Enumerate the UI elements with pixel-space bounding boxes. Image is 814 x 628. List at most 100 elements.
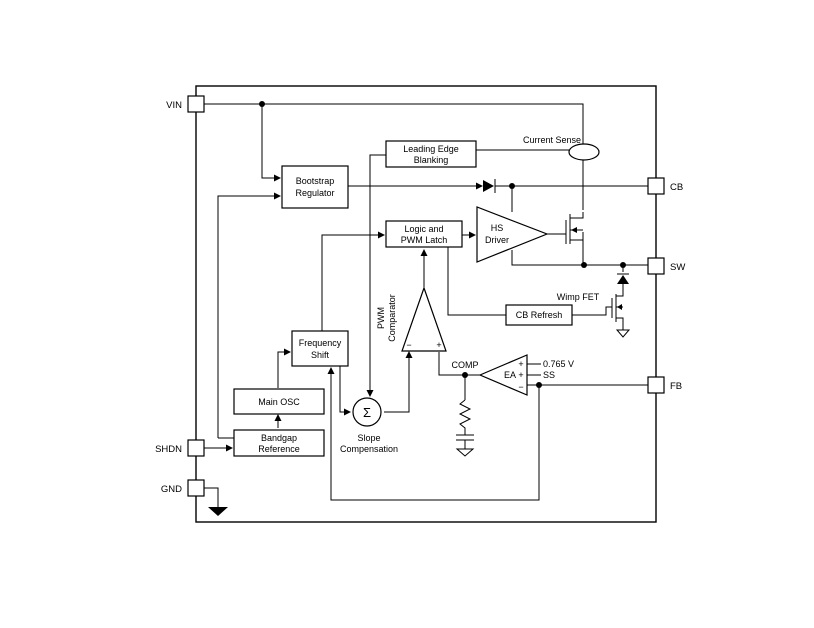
hs-driver-triangle <box>476 206 549 263</box>
pin-cb[interactable]: CB <box>647 177 683 195</box>
slope-comp-line1: Slope <box>357 433 380 443</box>
wimp-fet: Wimp FET <box>557 292 631 338</box>
pin-vin-box <box>187 95 205 113</box>
bootstrap-line2: Regulator <box>295 188 334 198</box>
pin-shdn[interactable]: SHDN <box>155 439 205 457</box>
error-amplifier-label: EA <box>504 370 516 380</box>
gnd-symbol <box>208 507 228 516</box>
sigma-symbol: Σ <box>363 405 371 420</box>
wire-osc-to-freq <box>277 348 291 388</box>
leading-edge-box <box>385 140 477 168</box>
ea-plus-1: + <box>518 359 523 369</box>
cb-refresh: CB Refresh <box>505 304 573 326</box>
ss-label: SS <box>543 370 555 380</box>
bandgap-line1: Bandgap <box>261 433 297 443</box>
hs-fet-source <box>570 232 584 241</box>
wimp-fet-label: Wimp FET <box>557 292 600 302</box>
frequency-shift-line2: Shift <box>311 350 330 360</box>
hs-driver-line2: Driver <box>485 235 509 245</box>
wire-driver-to-sw <box>511 250 648 266</box>
ea-minus: − <box>518 382 523 392</box>
wires <box>204 101 648 507</box>
pin-sw-label: SW <box>670 262 685 273</box>
pwm-comparator-label2: Comparator <box>387 294 397 342</box>
pin-cb-label: CB <box>670 182 683 193</box>
logic-box <box>385 220 463 248</box>
bootstrap-regulator: Bootstrap Regulator <box>281 165 349 209</box>
pwm-comparator-minus: − <box>406 340 411 350</box>
comp-resistor <box>458 399 472 435</box>
wire-freq-to-logic <box>321 231 385 331</box>
logic-pwm-latch: Logic and PWM Latch <box>385 220 463 248</box>
sw-diode <box>617 265 629 292</box>
comp-network: COMP <box>452 360 479 457</box>
pin-sw[interactable]: SW <box>647 257 685 275</box>
pin-shdn-label: SHDN <box>155 444 182 455</box>
wimp-fet-arrow <box>617 304 622 310</box>
summing-circle <box>352 397 382 427</box>
leading-edge-line1: Leading Edge <box>403 144 459 154</box>
pin-gnd[interactable]: GND <box>161 479 205 497</box>
pin-vin[interactable]: VIN <box>166 95 205 113</box>
bootstrap-regulator-box <box>281 165 349 209</box>
pwm-comparator-plus: + <box>436 340 441 350</box>
wire-leb-to-sum <box>366 154 386 397</box>
wire-freq-to-sum <box>339 366 351 416</box>
wimp-fet-ground <box>615 329 631 338</box>
wire-gnd <box>204 487 219 507</box>
current-sense-ellipse <box>568 143 600 161</box>
comp-ground <box>455 448 475 457</box>
wire-logic-to-refresh <box>447 246 506 316</box>
error-amplifier: EA + + − 0.765 V SS <box>478 354 574 396</box>
wire-bandgap-to-bootstrap <box>217 192 281 438</box>
node-sw-fet <box>581 262 587 268</box>
hs-fet-drain <box>570 212 584 219</box>
gnd-triangle <box>208 507 228 516</box>
pin-shdn-box <box>187 439 205 457</box>
frequency-shift-box <box>291 330 349 367</box>
wire-fb-to-freq <box>327 367 540 501</box>
pin-fb-box <box>647 376 665 394</box>
pin-sw-box <box>647 257 665 275</box>
main-osc-label: Main OSC <box>258 397 300 407</box>
frequency-shift-line1: Frequency <box>299 338 342 348</box>
frequency-shift: Frequency Shift <box>291 330 349 367</box>
bandgap-line2: Reference <box>258 444 300 454</box>
pin-vin-label: VIN <box>166 100 182 111</box>
wire-vin-rail <box>204 103 584 146</box>
pin-gnd-box <box>187 479 205 497</box>
pwm-comparator-label-group: PWM Comparator <box>376 294 397 342</box>
pin-cb-box <box>647 177 665 195</box>
sw-diode-triangle <box>617 275 629 284</box>
slope-comp-line2: Compensation <box>340 444 398 454</box>
comp-label: COMP <box>452 360 479 370</box>
current-sense: Current Sense <box>523 135 600 161</box>
pin-fb-label: FB <box>670 381 682 392</box>
pwm-comparator-triangle <box>401 286 447 352</box>
chip-outline <box>195 85 657 523</box>
bandgap-box <box>233 429 325 457</box>
logic-line2: PWM Latch <box>401 235 448 245</box>
main-osc-box <box>233 388 325 415</box>
leading-edge-blanking: Leading Edge Blanking <box>385 140 477 168</box>
wimp-fet-drain <box>616 292 624 297</box>
summing-junction: Σ Slope Compensation <box>340 397 398 454</box>
error-amplifier-triangle <box>478 354 528 396</box>
pin-fb[interactable]: FB <box>647 376 682 394</box>
cb-refresh-label: CB Refresh <box>516 310 563 320</box>
pwm-comparator: − + PWM Comparator <box>376 286 447 352</box>
hs-driver: HS Driver <box>476 206 549 263</box>
pwm-comparator-label1: PWM <box>376 307 386 329</box>
hs-driver-line1: HS <box>491 223 504 233</box>
bootstrap-diode-triangle <box>483 180 494 192</box>
hs-fet <box>565 212 584 244</box>
bandgap-reference: Bandgap Reference <box>233 429 325 457</box>
hs-fet-arrow <box>571 227 577 233</box>
logic-line1: Logic and <box>404 224 443 234</box>
wire-vin-to-bootstrap <box>261 104 281 182</box>
leading-edge-line2: Blanking <box>414 155 449 165</box>
vref-label: 0.765 V <box>543 359 574 369</box>
wire-refresh-to-wimp <box>572 306 612 316</box>
wire-sum-to-comp <box>384 351 413 413</box>
